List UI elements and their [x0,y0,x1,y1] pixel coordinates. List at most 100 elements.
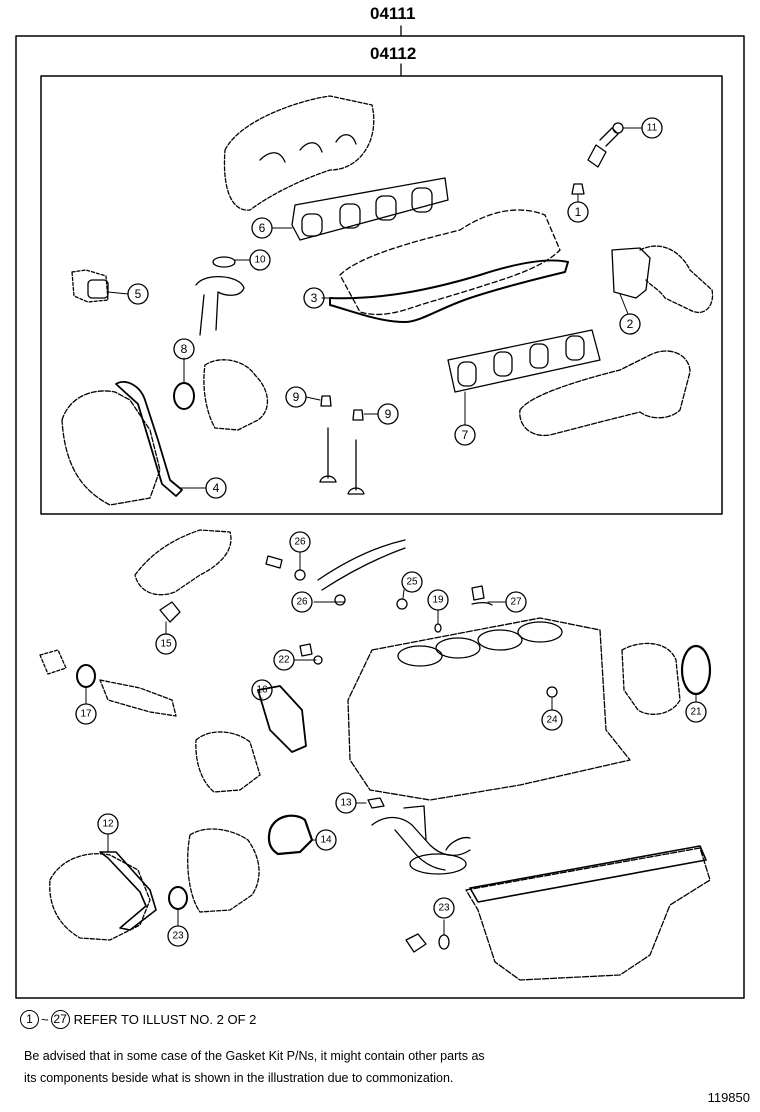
callout-9a: 9 [293,390,300,404]
cylinder-bore [397,645,443,667]
callout-12: 12 [102,819,114,830]
gasket-7-port [493,351,513,377]
oil-seal-8 [173,382,195,410]
exhaust-manifold-part [519,350,691,437]
callout-9b: 9 [385,407,392,421]
oil-strainer [409,853,467,875]
callout-6: 6 [259,221,266,235]
callout-16: 16 [256,685,268,696]
notice-line-1: Be advised that in some case of the Gask… [24,1049,485,1063]
timing-gasket-12 [99,851,157,931]
manifold-cover-part [223,95,375,211]
callout-27: 27 [510,597,522,608]
gasket-7-port [565,335,585,361]
callout-circles [75,117,707,947]
gasket-5 [87,279,109,299]
gasket-6-port [301,213,323,237]
callout-17: 17 [80,709,92,720]
callout-13: 13 [340,798,352,809]
callout-25: 25 [406,577,418,588]
illustration-number: 119850 [707,1090,750,1105]
ring-19 [434,623,442,633]
notice-line-2: its components beside what is shown in t… [24,1071,454,1085]
plug-part [265,555,283,569]
gasket-7-port [457,361,477,387]
ring-11 [612,122,624,134]
o-ring-26b [334,594,346,606]
gasket-kit-diagram: 1 2 3 4 5 6 7 8 9 9 10 11 12 13 14 15 16… [15,25,745,999]
bolt-1 [571,183,585,195]
manifold-cover-ports [259,134,357,163]
callout-26b: 26 [296,597,308,608]
cylinder-bore [435,637,481,659]
gasket-14 [267,814,314,856]
reference-note: 1 ~ 27 REFER TO ILLUST NO. 2 OF 2 [20,1010,256,1029]
outer-kit-label: 04111 [370,4,416,23]
gasket-6-port [339,203,361,229]
seal-retainer-part [621,642,681,715]
callout-19: 19 [432,595,444,606]
callout-24: 24 [546,715,558,726]
callout-8: 8 [181,342,188,356]
callout-23b: 23 [438,903,450,914]
water-pump-body [195,731,261,793]
inner-kit-label: 04112 [370,44,417,63]
washer-23b [438,934,450,950]
cylinder-block-part [347,617,631,801]
part-27 [471,585,493,606]
water-outlet-housing [639,245,714,314]
callout-14: 14 [320,835,332,846]
plug-24 [546,686,558,698]
water-outlet-gasket-2 [611,247,651,299]
gasket-7-port [529,343,549,369]
oil-pan-gasket-lip [469,845,707,903]
ref-text: REFER TO ILLUST NO. 2 OF 2 [73,1012,257,1027]
callout-26a: 26 [294,537,306,548]
gasket-15 [159,601,181,623]
rear-oil-seal-21 [680,644,712,696]
callout-23a: 23 [172,931,184,942]
sensor-part [587,127,619,168]
water-pump-gasket-16 [257,685,307,753]
dipstick-guide [317,539,406,591]
gasket-6-port [375,195,397,221]
timing-cover-lower-part [49,853,151,941]
cylinder-bore [477,629,523,651]
valve-part [347,439,365,495]
intake-gasket-6 [291,177,449,241]
intake-pipe-part [134,529,232,596]
drain-plug [405,933,427,953]
water-pump-part [203,359,269,431]
callout-2: 2 [627,317,634,331]
bolt-22 [299,643,313,657]
ref-end-circle: 27 [50,1010,70,1029]
valve-part [319,427,337,483]
valve-seal-9 [320,395,364,421]
oil-strainer-tube [371,816,471,871]
callout-1: 1 [575,205,582,219]
ref-tilde: ~ [41,1012,49,1027]
lower-cover-part [187,828,260,913]
oil-pan-part [465,847,711,981]
strainer-bracket [403,805,471,851]
flange-5 [71,269,109,303]
callout-15: 15 [160,639,172,650]
oil-seal-17 [76,664,96,688]
callout-10: 10 [254,255,266,266]
water-pipe-part [99,679,177,717]
cylinder-bore [517,621,563,643]
callout-4: 4 [213,481,220,495]
exhaust-gasket-7 [447,329,601,393]
plug-25 [396,598,408,610]
gasket-13 [367,797,385,809]
gasket-6-port [411,187,433,213]
ref-start-circle: 1 [20,1010,39,1029]
callout-22: 22 [278,655,290,666]
timing-cover-part [61,390,161,506]
pipe-part [195,275,245,336]
leader-lines [85,127,697,936]
inner-kit-frame [40,75,723,515]
callout-21: 21 [690,707,702,718]
valve-cover-part [339,209,561,316]
callout-5: 5 [135,287,142,301]
